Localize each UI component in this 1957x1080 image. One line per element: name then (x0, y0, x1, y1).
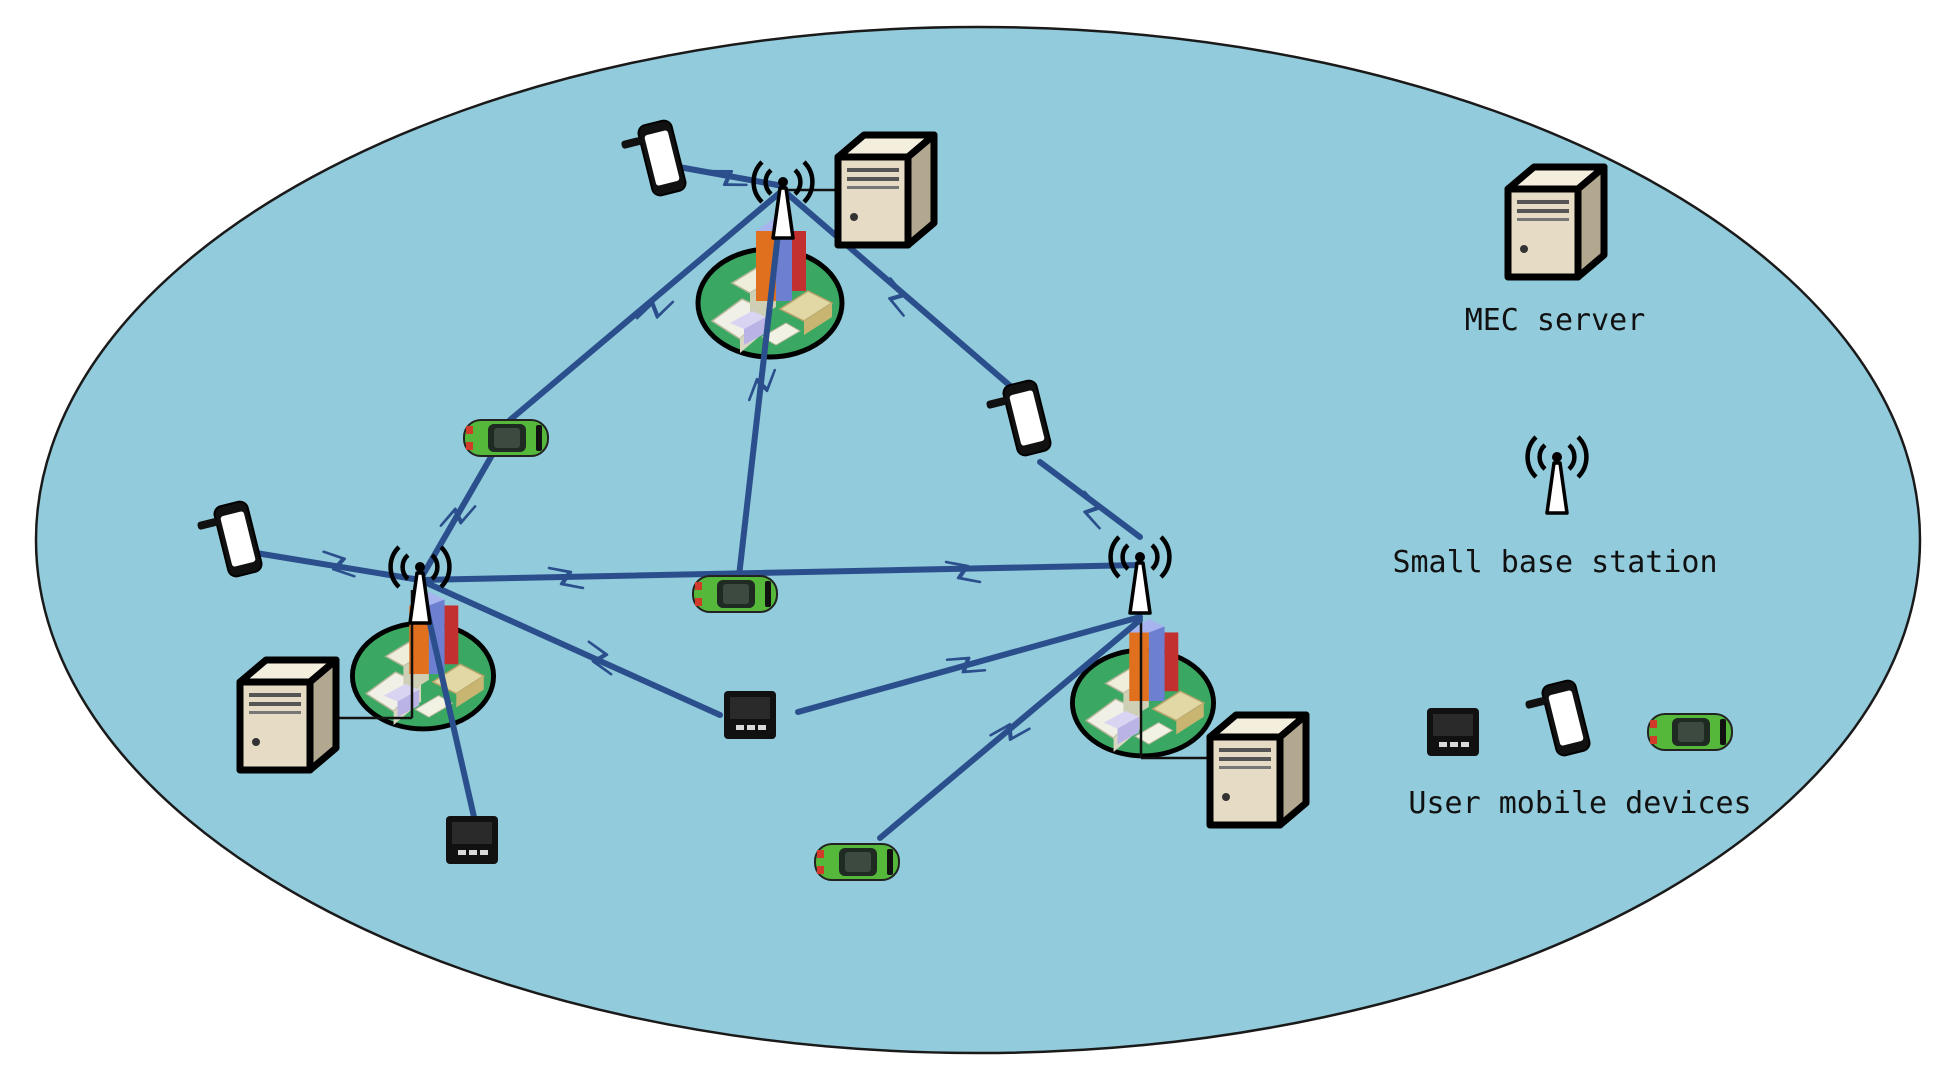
car-icon (814, 843, 900, 881)
server-icon (838, 135, 934, 245)
car-icon (692, 575, 778, 613)
server-icon (1210, 715, 1306, 825)
coverage-area (34, 25, 1922, 1055)
legend-server-icon (1508, 167, 1604, 277)
legend-car-icon (1647, 713, 1733, 751)
legend-small-base-station-label: Small base station (1392, 545, 1717, 580)
car-icon (463, 419, 549, 457)
laptop-icon (724, 691, 776, 739)
legend-user-devices-label: User mobile devices (1408, 786, 1751, 821)
laptop-icon (446, 816, 498, 864)
legend-laptop-icon (1427, 708, 1479, 756)
legend: MEC server Small base station User mobil… (1392, 167, 1752, 821)
legend-mec-server-label: MEC server (1465, 303, 1646, 338)
server-icon (240, 660, 336, 770)
